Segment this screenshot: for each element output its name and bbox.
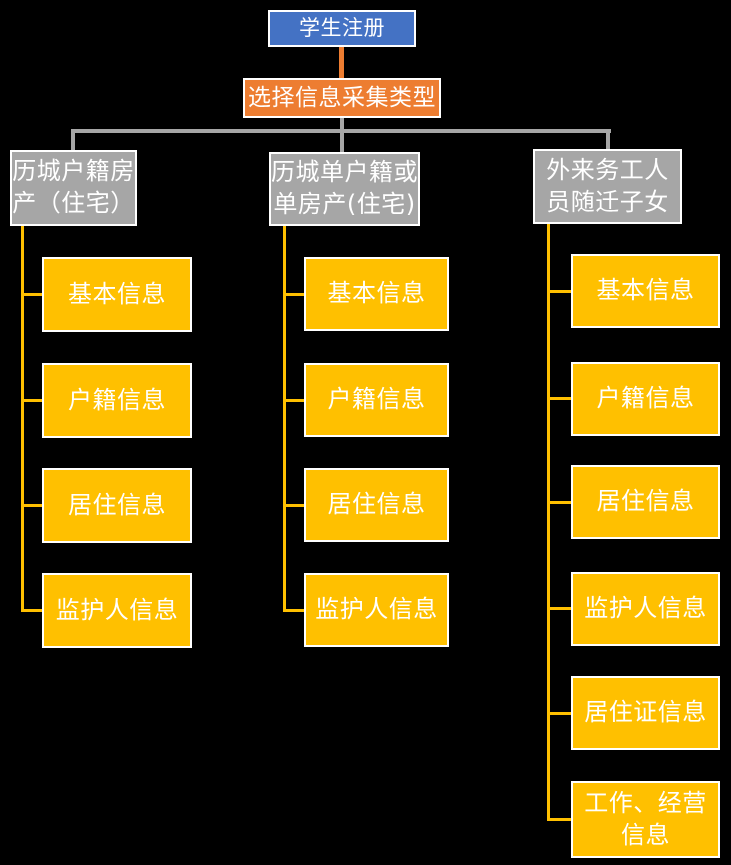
node-label: 历城单户籍或单房产(住宅) (271, 158, 418, 218)
node-label: 监护人信息 (315, 595, 438, 624)
connector-col2-stub-4 (283, 609, 304, 612)
node-label: 监护人信息 (584, 594, 707, 623)
item-node-work-business-info: 工作、经营信息 (571, 781, 720, 858)
connector-col3-stub-6 (547, 818, 571, 821)
connector-col2-stub-2 (283, 399, 304, 402)
connector-col1-stub-4 (21, 609, 42, 612)
node-label: 监护人信息 (55, 595, 179, 624)
node-label: 居住信息 (68, 490, 166, 519)
connector-col3-stub-2 (547, 397, 571, 400)
item-node-hukou-info: 户籍信息 (42, 363, 192, 438)
node-label: 居住信息 (327, 490, 426, 519)
connector-col3-stub-1 (547, 290, 571, 293)
node-label: 外来务工人员随迁子女 (546, 155, 669, 216)
connector-col1-stub-1 (21, 293, 42, 296)
item-node-hukou-info: 户籍信息 (304, 363, 449, 437)
node-select-collection-type: 选择信息采集类型 (243, 78, 441, 118)
node-label: 居住信息 (596, 487, 695, 516)
node-label: 户籍信息 (327, 385, 426, 414)
item-node-residence-info: 居住信息 (571, 465, 720, 539)
node-label: 选择信息采集类型 (248, 84, 436, 111)
item-node-residence-permit-info: 居住证信息 (571, 676, 720, 750)
item-node-guardian-info: 监护人信息 (42, 573, 192, 648)
item-node-hukou-info: 户籍信息 (571, 362, 720, 436)
branch-node-migrant-worker-children: 外来务工人员随迁子女 (533, 149, 682, 224)
connector-col3-stub-4 (547, 607, 571, 610)
connector-col1-spine (21, 226, 24, 612)
node-student-registration: 学生注册 (268, 10, 416, 47)
node-label: 基本信息 (596, 276, 695, 305)
connector-col2-spine (283, 226, 286, 612)
connector-root-to-selector (339, 47, 344, 78)
item-node-basic-info: 基本信息 (304, 257, 449, 331)
node-label: 历城户籍房产（住宅） (12, 157, 135, 217)
connector-col3-stub-5 (547, 712, 571, 715)
connector-branch-drop-right (606, 129, 610, 149)
connector-col1-stub-2 (21, 399, 42, 402)
node-label: 基本信息 (68, 279, 166, 308)
node-label: 基本信息 (327, 279, 426, 308)
item-node-guardian-info: 监护人信息 (304, 573, 449, 647)
node-label: 户籍信息 (68, 385, 166, 414)
item-node-guardian-info: 监护人信息 (571, 572, 720, 646)
branch-node-licheng-single-hukou-or-property: 历城单户籍或单房产(住宅) (269, 152, 420, 226)
connector-selector-stem (340, 118, 344, 131)
node-label: 户籍信息 (596, 384, 695, 413)
connector-col3-spine (547, 223, 550, 820)
node-label: 学生注册 (299, 15, 385, 40)
connector-branch-drop-left (71, 129, 75, 150)
item-node-basic-info: 基本信息 (42, 257, 192, 332)
branch-node-licheng-hukou-property: 历城户籍房产（住宅） (10, 150, 137, 226)
connector-col2-stub-3 (283, 504, 304, 507)
node-label: 工作、经营信息 (584, 788, 707, 849)
item-node-basic-info: 基本信息 (571, 254, 720, 328)
item-node-residence-info: 居住信息 (304, 468, 449, 542)
connector-col1-stub-3 (21, 504, 42, 507)
connector-col2-stub-1 (283, 293, 304, 296)
connector-col3-stub-3 (547, 501, 571, 504)
connector-branch-drop-middle (340, 129, 344, 152)
node-label: 居住证信息 (584, 698, 707, 727)
item-node-residence-info: 居住信息 (42, 468, 192, 543)
